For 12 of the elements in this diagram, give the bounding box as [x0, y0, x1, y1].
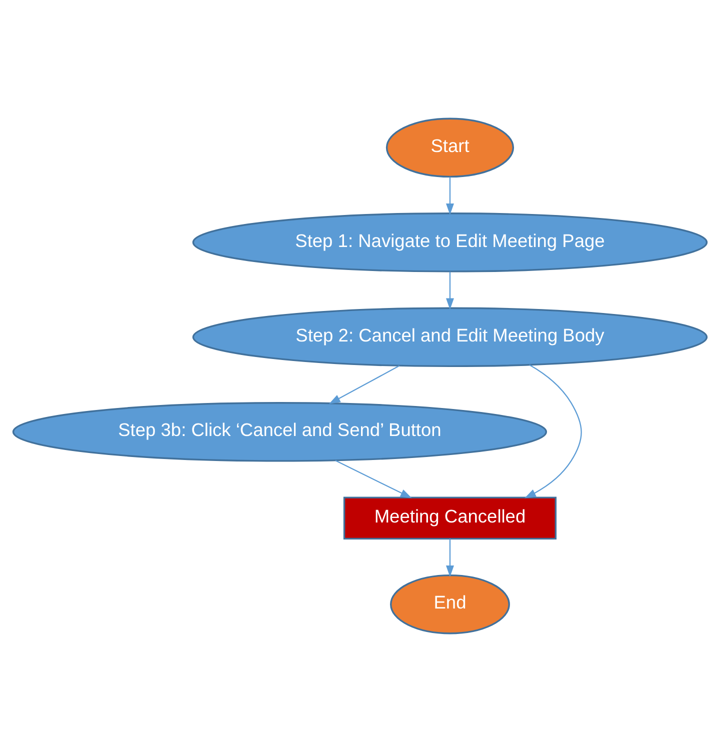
node-box: Meeting Cancelled: [343, 496, 557, 540]
arrow: [446, 538, 454, 576]
node-ellipse: Step 2: Cancel and Edit Meeting Body: [192, 306, 708, 367]
arrow: [446, 176, 454, 214]
arrow: [446, 271, 454, 310]
arrow: [335, 460, 412, 498]
node-ellipse: Start: [386, 117, 514, 178]
arrow: [524, 364, 582, 498]
arrow: [328, 364, 400, 404]
node-ellipse: Step 3b: Click ‘Cancel and Send’ Button: [12, 402, 548, 462]
node-ellipse: Step 1: Navigate to Edit Meeting Page: [192, 212, 708, 272]
node-ellipse: End: [390, 574, 510, 634]
